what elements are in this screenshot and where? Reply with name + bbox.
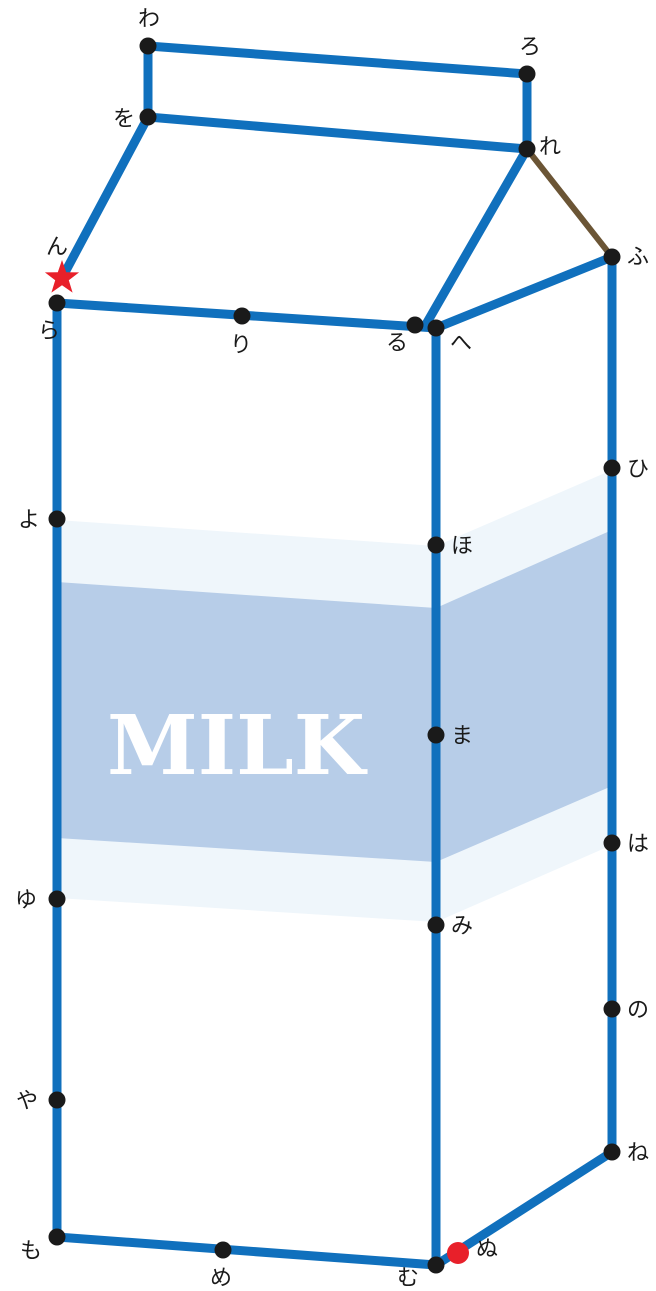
dot-ne-point — [603, 1143, 621, 1161]
dot-mu-point — [427, 1256, 445, 1274]
dot-mo-label: も — [20, 1239, 42, 1264]
dot-yo-label: よ — [18, 508, 40, 533]
dot-ha-label: は — [627, 832, 649, 857]
dot-no: の — [603, 998, 649, 1023]
dot-no-point — [603, 1000, 621, 1018]
dot-re-point — [518, 140, 536, 158]
dot-mu-label: む — [397, 1266, 419, 1291]
dot-ya-point — [48, 1091, 66, 1109]
dot-me-label: め — [210, 1266, 232, 1291]
dot-ru: る — [386, 316, 424, 356]
dot-wa-point — [139, 37, 157, 55]
top-tab-outline — [143, 41, 532, 154]
dot-ri-label: り — [230, 333, 252, 358]
dot-ha: は — [603, 832, 649, 857]
side-band-main — [436, 530, 612, 862]
dot-wo: を — [113, 107, 157, 132]
dot-me-point — [214, 1241, 232, 1259]
dot-ne-label: ね — [627, 1141, 649, 1166]
dot-n: ん — [46, 235, 68, 260]
dot-mi-point — [427, 916, 445, 934]
dot-wo-label: を — [113, 107, 135, 132]
dot-ri-point — [233, 307, 251, 325]
dot-ya-label: や — [16, 1089, 38, 1114]
dot-fu-label: ふ — [627, 245, 649, 270]
dot-he-point — [427, 319, 445, 337]
dot-mi-label: み — [451, 914, 473, 939]
dot-ro-label: ろ — [519, 35, 541, 60]
dot-fu: ふ — [603, 245, 649, 270]
red-star-icon — [44, 260, 80, 293]
dot-yu-label: ゆ — [15, 888, 37, 913]
side-roof-outline — [431, 252, 617, 333]
dot-ya: や — [16, 1089, 66, 1114]
dot-me: め — [210, 1241, 232, 1291]
dot-mo: も — [20, 1228, 66, 1264]
front-band-main — [57, 582, 436, 862]
dot-ro: ろ — [518, 35, 541, 83]
dot-ra-point — [48, 294, 66, 312]
dot-hi-label: ひ — [627, 457, 649, 482]
dot-he: へ — [427, 319, 472, 356]
dot-nu: ぬ — [476, 1237, 498, 1262]
dot-ma: ま — [427, 724, 473, 749]
dot-ma-point — [427, 726, 445, 744]
dot-ru-label: る — [386, 331, 408, 356]
dot-no-label: の — [627, 998, 649, 1023]
dot-yu-point — [48, 890, 66, 908]
dot-ho-point — [427, 536, 445, 554]
dot-re: れ — [518, 135, 561, 160]
dot-ru-point — [406, 316, 424, 334]
dot-nu-label: ぬ — [476, 1237, 498, 1262]
left-roof-outline — [57, 112, 153, 283]
dot-yo-point — [48, 510, 66, 528]
red-circle-icon — [447, 1242, 469, 1264]
dot-wa: わ — [138, 7, 160, 55]
dot-ra-label: ら — [38, 319, 60, 344]
dot-hi-point — [603, 459, 621, 477]
dot-ri: り — [230, 307, 252, 358]
dot-fu-point — [603, 248, 621, 266]
dot-yo: よ — [18, 508, 66, 533]
dot-hi: ひ — [603, 457, 649, 482]
dot-re-label: れ — [539, 135, 561, 160]
dot-he-label: へ — [450, 331, 472, 356]
dot-mu: む — [397, 1256, 445, 1291]
dot-ho: ほ — [427, 534, 473, 559]
dots-layer: わ ろ を れ ん ふ ら り る — [15, 7, 649, 1291]
dot-ma-label: ま — [451, 724, 473, 749]
dot-wo-point — [139, 108, 157, 126]
dot-mi: み — [427, 914, 473, 939]
dot-mo-point — [48, 1228, 66, 1246]
dot-ra: ら — [38, 294, 66, 344]
dot-ha-point — [603, 834, 621, 852]
dot-ne: ね — [603, 1141, 649, 1166]
dot-yu: ゆ — [15, 888, 66, 913]
dot-n-label: ん — [46, 235, 68, 260]
dot-ro-point — [518, 65, 536, 83]
carton-bands — [57, 470, 612, 922]
dot-wa-label: わ — [138, 7, 160, 32]
front-roof-outline — [420, 144, 532, 331]
milk-label: MILK — [107, 698, 368, 794]
dot-ho-label: ほ — [451, 534, 473, 559]
